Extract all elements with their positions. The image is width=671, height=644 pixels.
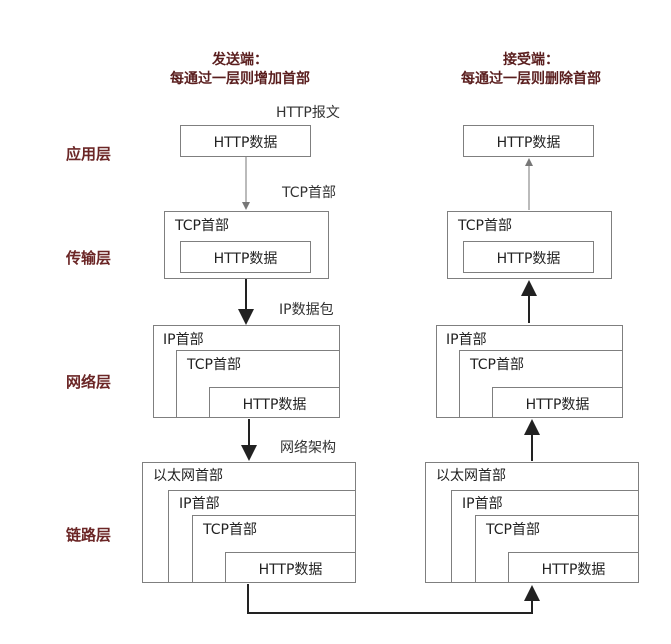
sender-transport-http-data-box: HTTP数据 xyxy=(180,241,311,273)
sender-network-http-data: HTTP数据 xyxy=(242,397,307,413)
receiver-link-http-data: HTTP数据 xyxy=(541,562,606,578)
layer-network: 网络层 xyxy=(66,373,112,391)
sender-link-tcp-header: TCP首部 xyxy=(203,522,257,538)
sender-header-line1: 发送端： xyxy=(212,52,268,68)
receiver-header: 接受端： 每通过一层则删除首部 xyxy=(431,51,631,89)
receiver-network-tcp-header: TCP首部 xyxy=(470,357,524,373)
sender-link-ethernet-header: 以太网首部 xyxy=(153,468,223,484)
receiver-header-line2: 每通过一层则删除首部 xyxy=(461,71,601,87)
arrow-physical-link xyxy=(247,584,540,614)
receiver-link-ethernet-header: 以太网首部 xyxy=(436,468,506,484)
receiver-header-line1: 接受端： xyxy=(503,52,559,68)
receiver-transport-http-data: HTTP数据 xyxy=(496,251,561,267)
sender-link-ip-header: IP首部 xyxy=(179,496,220,512)
sender-transport-tcp-header: TCP首部 xyxy=(175,218,229,234)
annotation-tcp-header: TCP首部 xyxy=(282,185,336,201)
sender-link-http-box: HTTP数据 xyxy=(225,552,356,583)
annotation-network-frame: 网络架构 xyxy=(280,440,336,456)
receiver-app-http-data: HTTP数据 xyxy=(496,135,561,151)
sender-link-http-data: HTTP数据 xyxy=(258,562,323,578)
receiver-transport-tcp-header: TCP首部 xyxy=(458,218,512,234)
receiver-transport-http-data-box: HTTP数据 xyxy=(463,241,594,273)
sender-network-http-box: HTTP数据 xyxy=(209,387,340,418)
receiver-app-http-data-box: HTTP数据 xyxy=(463,125,594,157)
receiver-network-http-box: HTTP数据 xyxy=(492,387,623,418)
sender-app-http-data: HTTP数据 xyxy=(213,135,278,151)
receiver-network-http-data: HTTP数据 xyxy=(525,397,590,413)
receiver-link-ip-header: IP首部 xyxy=(462,496,503,512)
sender-network-ip-header: IP首部 xyxy=(163,332,204,348)
layer-link: 链路层 xyxy=(66,526,112,544)
receiver-link-tcp-header: TCP首部 xyxy=(486,522,540,538)
sender-header: 发送端： 每通过一层则增加首部 xyxy=(140,51,340,89)
receiver-network-ip-header: IP首部 xyxy=(446,332,487,348)
annotation-ip-packet: IP数据包 xyxy=(279,302,334,318)
layer-application: 应用层 xyxy=(66,145,112,163)
receiver-link-http-box: HTTP数据 xyxy=(508,552,639,583)
sender-app-http-data-box: HTTP数据 xyxy=(180,125,311,157)
annotation-http-message: HTTP报文 xyxy=(276,105,340,121)
layer-transport: 传输层 xyxy=(66,249,112,267)
sender-header-line2: 每通过一层则增加首部 xyxy=(170,71,310,87)
sender-network-tcp-header: TCP首部 xyxy=(187,357,241,373)
sender-transport-http-data: HTTP数据 xyxy=(213,251,278,267)
